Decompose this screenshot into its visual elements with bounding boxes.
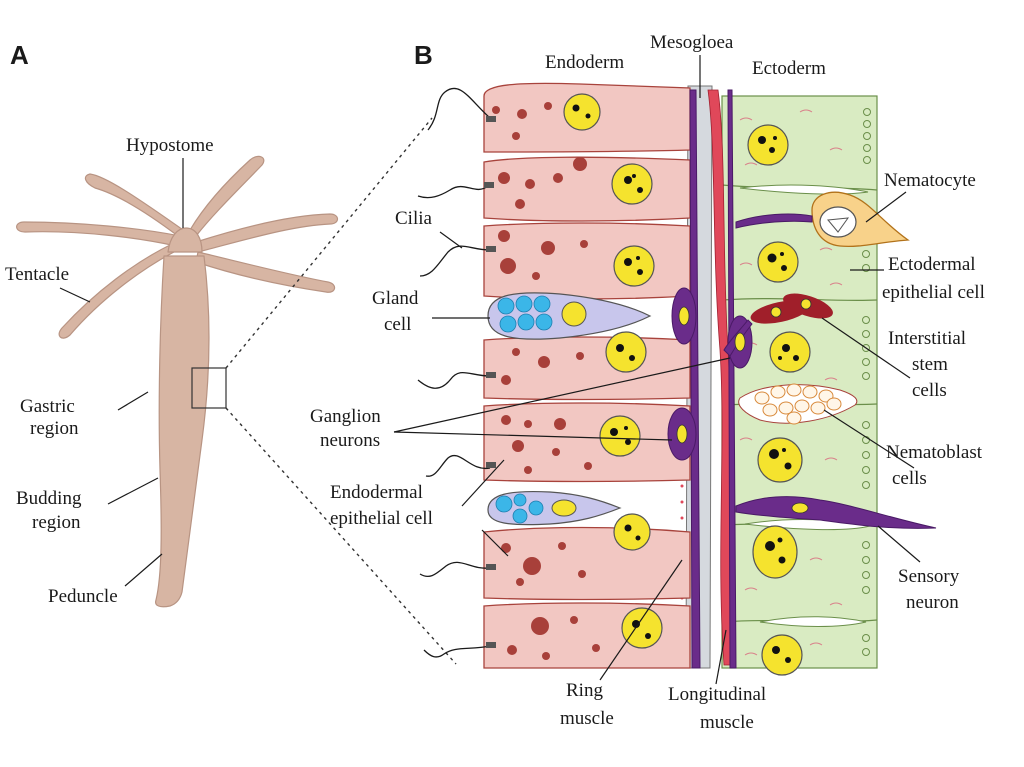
cilium <box>417 371 491 389</box>
label-sensory-neuron: Sensory neuron <box>898 566 964 613</box>
label-endo-line2: epithelial cell <box>330 508 433 529</box>
label-gland-line2: cell <box>384 314 411 335</box>
trunk-shape <box>155 255 210 608</box>
label-long-line1: Longitudinal <box>668 684 766 705</box>
label-cilia: Cilia <box>395 208 433 229</box>
label-ring-line1: Ring <box>566 680 603 701</box>
label-gastric-line2: region <box>30 418 79 439</box>
cilium <box>423 645 491 658</box>
label-long-line2: muscle <box>700 712 754 733</box>
ectoderm-layer <box>721 95 878 676</box>
tentacle-shape <box>195 251 336 293</box>
label-endodermal-epithelial-cell: Endodermal epithelial cell <box>330 482 433 529</box>
label-ecto-line2: epithelial cell <box>882 282 985 303</box>
hypostome-shape <box>167 227 203 253</box>
label-gland-line1: Gland <box>372 288 419 309</box>
panel-label-b: B <box>414 40 433 70</box>
label-sensory-line2: neuron <box>906 592 959 613</box>
label-interstitial-stem-cells: Interstitial stem cells <box>888 328 971 401</box>
label-ganglion-neurons: Ganglion neurons <box>310 406 385 451</box>
gland-cell-shape <box>487 292 652 526</box>
tentacle-shape <box>58 243 175 339</box>
tentacle-shape <box>84 173 187 237</box>
label-budding-line1: Budding <box>16 488 82 509</box>
label-ectoderm: Ectoderm <box>752 58 826 79</box>
label-ring-line2: muscle <box>560 708 614 729</box>
endoderm-layer <box>417 82 691 669</box>
label-ring-muscle: Ring muscle <box>560 680 614 729</box>
cilium <box>417 185 489 199</box>
cilium <box>425 455 491 477</box>
label-peduncle: Peduncle <box>48 586 118 607</box>
label-gland-cell: Gland cell <box>372 288 423 335</box>
cilium <box>427 87 491 131</box>
nematoblast-cluster <box>738 383 858 425</box>
label-hypostome: Hypostome <box>126 135 214 156</box>
label-nemato-line2: cells <box>892 468 927 489</box>
tentacle-shape <box>189 155 265 237</box>
label-endoderm: Endoderm <box>545 52 624 73</box>
label-nematoblast-cells: Nematoblast cells <box>886 442 987 489</box>
label-longitudinal-muscle: Longitudinal muscle <box>668 684 771 733</box>
label-stem-line2: stem <box>912 354 948 375</box>
label-tentacle: Tentacle <box>5 264 69 285</box>
label-ecto-line1: Ectodermal <box>888 254 976 275</box>
zoom-line-bottom <box>225 407 457 665</box>
tentacle-shape <box>16 221 181 247</box>
cilium <box>419 245 491 277</box>
label-ectodermal-epithelial-cell: Ectodermal epithelial cell <box>882 254 985 303</box>
label-mesogloea: Mesogloea <box>650 32 734 53</box>
zoom-line-top <box>225 117 433 369</box>
interstitial-stem-cells <box>750 293 833 324</box>
label-ganglion-line1: Ganglion <box>310 406 381 427</box>
cilium <box>419 561 491 578</box>
label-gastric-region: Gastric region <box>20 396 80 439</box>
label-sensory-line1: Sensory <box>898 566 960 587</box>
tentacle-shape <box>195 213 339 253</box>
zoom-box <box>191 367 227 409</box>
panel-label-a: A <box>10 40 29 70</box>
label-nematocyte: Nematocyte <box>884 170 976 191</box>
label-budding-line2: region <box>32 512 81 533</box>
label-ganglion-line2: neurons <box>320 430 380 451</box>
label-gastric-line1: Gastric <box>20 396 75 417</box>
label-endo-line1: Endodermal <box>330 482 423 503</box>
label-stem-line3: cells <box>912 380 947 401</box>
nematocyte-cell <box>811 191 910 248</box>
label-nemato-line1: Nematoblast <box>886 442 983 463</box>
hydra-body <box>16 155 339 608</box>
label-budding-region: Budding region <box>16 488 86 533</box>
label-stem-line1: Interstitial <box>888 328 966 349</box>
